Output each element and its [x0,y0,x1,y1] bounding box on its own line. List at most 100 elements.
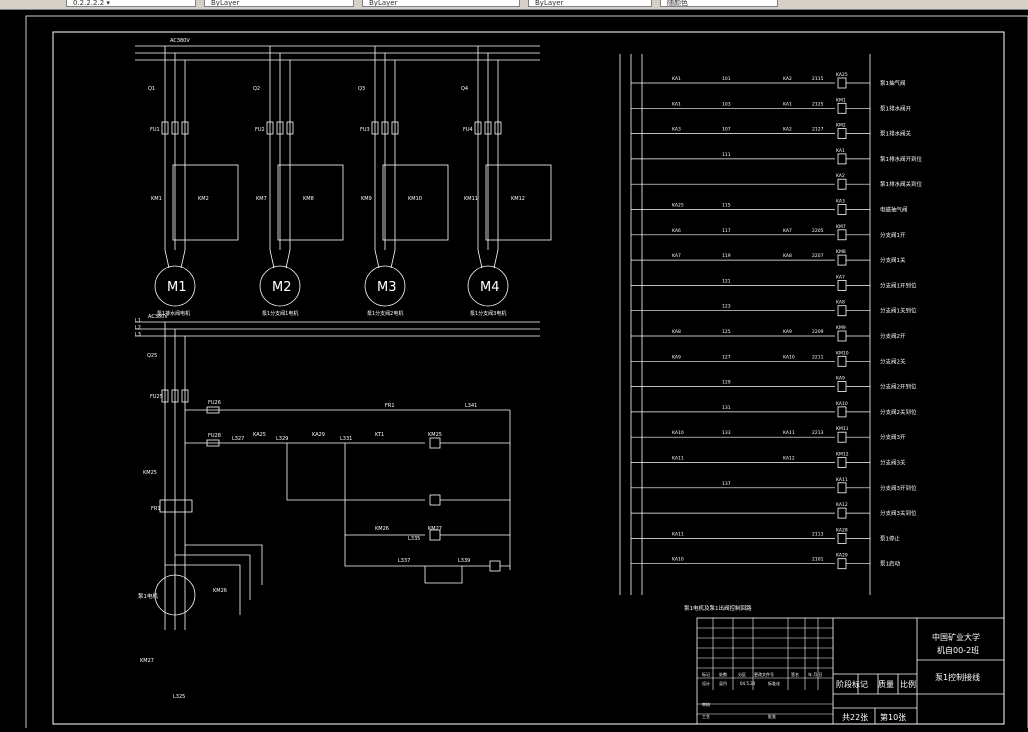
contact-label: KA3 [672,127,681,133]
relay-coil [837,204,847,215]
tb-row-label-0: 标记 [702,671,710,677]
row-description: 分支阀1开到位 [880,281,917,289]
motor-caption: 泵1排水阀电机 [157,310,190,317]
ctrl-label-14: L337 [398,558,410,564]
lineweight-dropdown[interactable]: ByLayer [528,0,652,7]
coil-label: KM7 [836,224,846,230]
motor-id: M2 [272,280,292,295]
contact-label: KA11 [672,531,684,537]
contact-label: KA9 [672,354,681,360]
coil-label: KM11 [836,426,849,432]
wire-label: 2115 [812,76,824,82]
ctrl-label-12: KM26 [375,526,389,532]
pump-control-circuit [205,406,511,584]
tb-date: 04.5.30 [740,681,756,686]
wire-label: 2213 [812,430,824,436]
breaker-label: Q3 [358,86,365,92]
relay-label: KA9 [783,329,792,335]
relay-coil [837,102,847,114]
relay-coil [837,558,847,570]
row-description: 泵1排水阀关 [880,130,911,138]
row-description: 分支阀3开到位 [880,484,917,492]
relay-label: KA8 [783,253,792,259]
coil-label: KA25 [836,72,848,78]
ctrl-label-8: L331 [340,436,352,442]
coil-label: KM9 [836,325,846,331]
coil-label: KM2 [836,123,846,129]
relay-coil [837,305,847,317]
relay-coil [837,254,847,266]
row-description: 泵1排水阀开到位 [880,155,922,163]
fuse-label: FU4 [463,127,473,133]
drawing-border [52,31,1005,725]
relay-coil [837,330,847,342]
motor-caption: 泵1分支阀1电机 [262,310,298,317]
pump-breaker-label: Q25 [147,353,157,359]
color-dropdown[interactable]: ByLayer [204,0,354,7]
relay-label: KA2 [783,76,792,82]
node-label: 107 [722,127,731,133]
row-description: 分支阀3开 [880,433,906,441]
wire-label: 2127 [812,127,824,133]
relay-coil [837,457,847,468]
coil-label: KA7 [836,274,845,280]
ctrl-label-13: L335 [408,536,420,542]
node-label: 129 [722,380,731,386]
reversing-box [382,164,449,241]
relay-coil [837,507,847,519]
plotstyle-dropdown[interactable]: 随颜色 [660,0,778,7]
contact-label: KA1 [672,101,681,107]
linetype-dropdown[interactable]: ByLayer [362,0,520,7]
ladder-row: 121 KA7 分支阀1开到位 [631,274,917,291]
fuse-label: FU3 [360,127,370,133]
tb-designer: 吴丹 [719,681,727,686]
fuse-element [276,121,284,135]
fuse-element [391,121,399,135]
motor-symbol [467,265,509,307]
ctrl-label-0: FU26 [208,400,221,406]
wire-label: 2209 [812,329,824,335]
row-description: 分支阀3关 [880,459,906,467]
tb-approve: 批准 [768,713,776,719]
motor-lead [164,249,170,269]
supply-label-top: AC380V [170,38,190,44]
node-label: 125 [722,329,731,335]
title-block-grid [697,618,833,715]
coil-label: KM10 [836,350,849,356]
ctrl-label-10: KM25 [428,432,442,438]
fuse-element [181,121,189,135]
pump-motor-label: 泵1电机 [138,592,158,600]
relay-coil [837,381,847,393]
coil-label: KM8 [836,249,846,255]
node-label: 115 [722,203,731,209]
contact-label: KA1 [672,76,681,82]
coil-label: KM1 [836,97,846,103]
node-label: 121 [722,278,731,284]
row-description: 分支阀1开 [880,231,906,239]
fuse-element [266,121,274,135]
tb-std: 标准化 [768,680,780,686]
pump-relay-label: FR1 [151,506,161,512]
ctrl-label-6: L329 [276,436,288,442]
wire-label: 2125 [812,101,824,107]
coil-label: KA12 [836,502,848,508]
layer-dropdown[interactable]: 0.2.2.2.2 ▾ [66,0,196,7]
ctrl-label-11: KM27 [428,526,442,532]
fuse-element [286,121,294,135]
sheet-border [25,15,1028,732]
motor-symbol [154,265,196,307]
contactor-label: KM1 [151,196,162,202]
ctrl-label-7: KA29 [312,432,325,438]
contactor-label: KM8 [303,196,314,202]
diagram-caption: 泵1电机及泵1出阀控制回路 [684,604,752,612]
